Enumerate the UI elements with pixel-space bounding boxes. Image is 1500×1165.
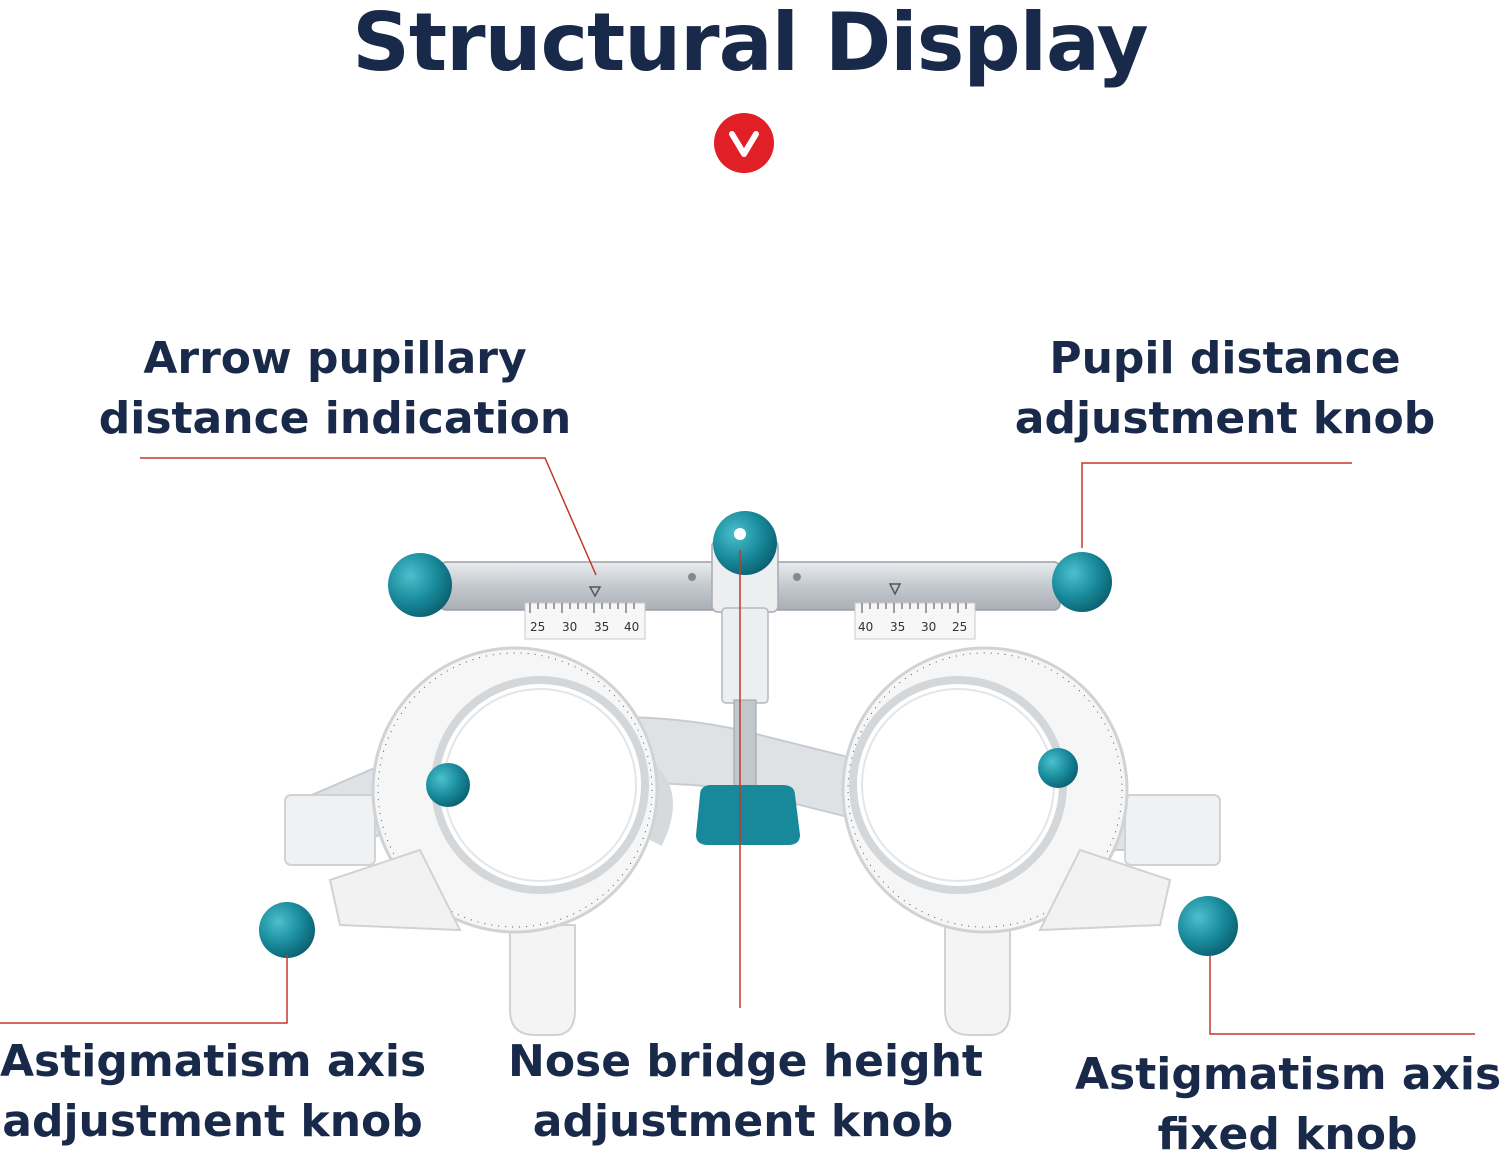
pd-tick-35: 35	[890, 620, 905, 634]
left-lens-cell	[328, 646, 659, 934]
pd-tick-40: 40	[624, 620, 639, 634]
leader-lines	[0, 457, 1475, 1035]
pd-tick-40: 40	[858, 620, 873, 634]
pd-tick-30: 30	[562, 620, 577, 634]
right-lens-cell	[841, 646, 1172, 934]
label-pd-adjustment-knob: Pupil distance adjustment knob	[1014, 333, 1436, 444]
pd-scale-right: 40 35 30 25	[854, 602, 976, 640]
pd-tick-35: 35	[594, 620, 609, 634]
label-arrow-pd-indication: Arrow pupillary distance indication	[98, 333, 572, 444]
axis-fixed-knob	[1178, 896, 1238, 956]
rear-knob-left	[426, 763, 470, 807]
pd-knob-left	[388, 553, 452, 617]
pd-tick-25: 25	[952, 620, 967, 634]
chevron-down-icon	[714, 113, 774, 173]
pd-tick-25: 25	[530, 620, 545, 634]
rear-knob-right	[1038, 748, 1078, 788]
nose-top-knob	[713, 511, 777, 575]
pd-scale-left: 25 30 35 40	[524, 602, 646, 640]
page-title: Structural Display	[352, 0, 1148, 89]
pd-tick-30: 30	[921, 620, 936, 634]
axis-adjustment-knob	[259, 902, 315, 958]
label-nose-bridge-knob: Nose bridge height adjustment knob	[508, 1036, 983, 1147]
label-axis-adjustment-knob: Astigmatism axis adjustment knob	[0, 1036, 427, 1147]
label-axis-fixed-knob: Astigmatism axis fixed knob	[1075, 1049, 1500, 1160]
pd-knob-right	[1052, 552, 1112, 612]
